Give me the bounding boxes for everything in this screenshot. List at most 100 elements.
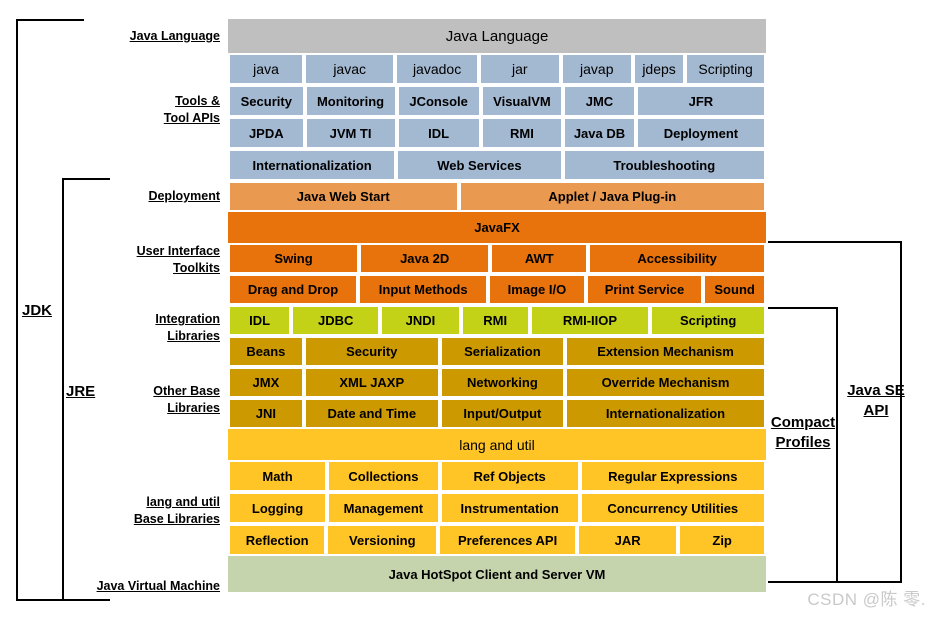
tile-javadoc[interactable]: javadoc — [395, 53, 479, 85]
tile-jar[interactable]: jar — [478, 53, 561, 85]
tile-drag-and-drop[interactable]: Drag and Drop — [228, 274, 359, 305]
tile-accessibility[interactable]: Accessibility — [588, 243, 766, 274]
tile-zip[interactable]: Zip — [678, 524, 767, 556]
tile-java-web-start[interactable]: Java Web Start — [228, 181, 459, 212]
jdk-label: JDK — [22, 302, 53, 319]
jre-label: JRE — [66, 383, 96, 400]
tile-print-service[interactable]: Print Service — [585, 274, 704, 305]
tile-logging[interactable]: Logging — [228, 492, 328, 524]
tile-rmi[interactable]: RMI — [480, 117, 564, 149]
row-label-integration: Integration Libraries — [155, 312, 220, 343]
row-label-java-language: Java Language — [129, 29, 220, 43]
tile-jdeps[interactable]: jdeps — [632, 53, 686, 85]
tile-jar[interactable]: JAR — [577, 524, 679, 556]
tile-java-language[interactable]: Java Language — [228, 19, 766, 53]
tile-jdbc[interactable]: JDBC — [291, 305, 381, 336]
row-label-other-base: Other Base Libraries — [153, 384, 220, 415]
tile-javap[interactable]: javap — [560, 53, 633, 85]
tile-jconsole[interactable]: JConsole — [396, 85, 481, 117]
tile-internationalization[interactable]: Internationalization — [565, 398, 766, 429]
jre-bracket — [62, 178, 110, 601]
tile-applet-java-plug-in[interactable]: Applet / Java Plug-in — [458, 181, 766, 212]
row-label-java-virtual-machine: Java Virtual Machine — [96, 579, 220, 593]
tile-visualvm[interactable]: VisualVM — [480, 85, 564, 117]
band-java-language: Java Language — [228, 19, 766, 53]
tile-sound[interactable]: Sound — [703, 274, 766, 305]
tile-jfr[interactable]: JFR — [635, 85, 766, 117]
tile-idl[interactable]: IDL — [396, 117, 481, 149]
tile-security[interactable]: Security — [303, 336, 440, 367]
tile-java-2d[interactable]: Java 2D — [359, 243, 491, 274]
tile-deployment[interactable]: Deployment — [635, 117, 766, 149]
tile-preferences-api[interactable]: Preferences API — [438, 524, 577, 556]
tile-xml-jaxp[interactable]: XML JAXP — [303, 367, 440, 398]
tile-input-methods[interactable]: Input Methods — [358, 274, 489, 305]
tile-java-hotspot-client-and-server-vm[interactable]: Java HotSpot Client and Server VM — [228, 556, 766, 592]
row-label-user-interface: User Interface Toolkits — [136, 244, 220, 275]
tile-versioning[interactable]: Versioning — [326, 524, 439, 556]
tile-rmi-iiop[interactable]: RMI-IIOP — [529, 305, 651, 336]
compact-profiles-label: Compact Profiles — [770, 414, 836, 452]
tile-jndi[interactable]: JNDI — [380, 305, 461, 336]
java-se-api-bracket — [768, 241, 902, 583]
tile-beans[interactable]: Beans — [228, 336, 304, 367]
tile-troubleshooting[interactable]: Troubleshooting — [562, 149, 766, 181]
tile-jni[interactable]: JNI — [228, 398, 304, 429]
java-se-api-label: Java SE API — [847, 382, 905, 420]
tile-date-and-time[interactable]: Date and Time — [303, 398, 440, 429]
tile-web-services[interactable]: Web Services — [396, 149, 563, 181]
tile-jmx[interactable]: JMX — [228, 367, 304, 398]
row-label-tools: Tools & Tool APIs — [163, 94, 220, 125]
tile-jpda[interactable]: JPDA — [228, 117, 305, 149]
tile-awt[interactable]: AWT — [490, 243, 589, 274]
tile-idl[interactable]: IDL — [228, 305, 292, 336]
band-user-interface: JavaFX — [228, 212, 766, 243]
tile-security[interactable]: Security — [228, 85, 305, 117]
tile-extension-mechanism[interactable]: Extension Mechanism — [565, 336, 766, 367]
tile-jmc[interactable]: JMC — [563, 85, 636, 117]
tile-reflection[interactable]: Reflection — [228, 524, 327, 556]
tile-lang-and-util[interactable]: lang and util — [228, 429, 766, 460]
tile-swing[interactable]: Swing — [228, 243, 360, 274]
tile-math[interactable]: Math — [228, 460, 328, 492]
tile-regular-expressions[interactable]: Regular Expressions — [579, 460, 766, 492]
tile-override-mechanism[interactable]: Override Mechanism — [565, 367, 766, 398]
tile-serialization[interactable]: Serialization — [439, 336, 566, 367]
tile-image-i-o[interactable]: Image I/O — [488, 274, 586, 305]
tile-internationalization[interactable]: Internationalization — [228, 149, 397, 181]
tile-java[interactable]: java — [228, 53, 305, 85]
tile-management[interactable]: Management — [327, 492, 440, 524]
row-label-deployment: Deployment — [148, 189, 220, 203]
tile-scripting[interactable]: Scripting — [685, 53, 766, 85]
tile-networking[interactable]: Networking — [439, 367, 566, 398]
tile-javafx[interactable]: JavaFX — [228, 212, 766, 243]
tile-collections[interactable]: Collections — [327, 460, 440, 492]
tile-concurrency-utilities[interactable]: Concurrency Utilities — [579, 492, 766, 524]
tile-instrumentation[interactable]: Instrumentation — [439, 492, 580, 524]
tile-jvm-ti[interactable]: JVM TI — [304, 117, 397, 149]
tile-input-output[interactable]: Input/Output — [439, 398, 566, 429]
watermark: CSDN @陈 零. — [807, 590, 926, 609]
tile-rmi[interactable]: RMI — [460, 305, 530, 336]
tile-javac[interactable]: javac — [304, 53, 396, 85]
tile-java-db[interactable]: Java DB — [563, 117, 636, 149]
tile-ref-objects[interactable]: Ref Objects — [439, 460, 580, 492]
band-jvm: Java HotSpot Client and Server VM — [228, 556, 766, 592]
tile-monitoring[interactable]: Monitoring — [304, 85, 397, 117]
band-lang-util-header: lang and util — [228, 429, 766, 460]
jdk-bracket — [16, 19, 84, 601]
tile-scripting[interactable]: Scripting — [650, 305, 767, 336]
